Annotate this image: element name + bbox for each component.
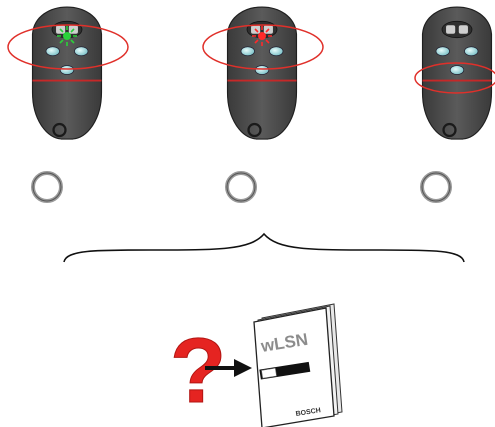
manual-brand: BOSCH [295, 407, 321, 418]
red-led-icon [252, 26, 272, 46]
highlight-ellipse-middle [414, 62, 495, 94]
arrow-right-icon [205, 359, 252, 377]
grouping-brace [63, 232, 465, 263]
slide-switch-icon [259, 361, 311, 380]
key-ring-icon [420, 171, 452, 203]
key-ring-icon [225, 171, 257, 203]
fob-middle-buttons [414, 5, 495, 203]
fob-red-led [202, 5, 324, 203]
green-led-icon [57, 26, 77, 46]
question-mark: ? [170, 320, 226, 422]
wlsn-manual: wLSN BOSCH [253, 303, 343, 427]
key-ring-icon [31, 171, 63, 203]
highlight-ellipse-top [7, 24, 129, 70]
fob-green-led [7, 5, 129, 203]
highlight-ellipse-top [202, 24, 324, 70]
